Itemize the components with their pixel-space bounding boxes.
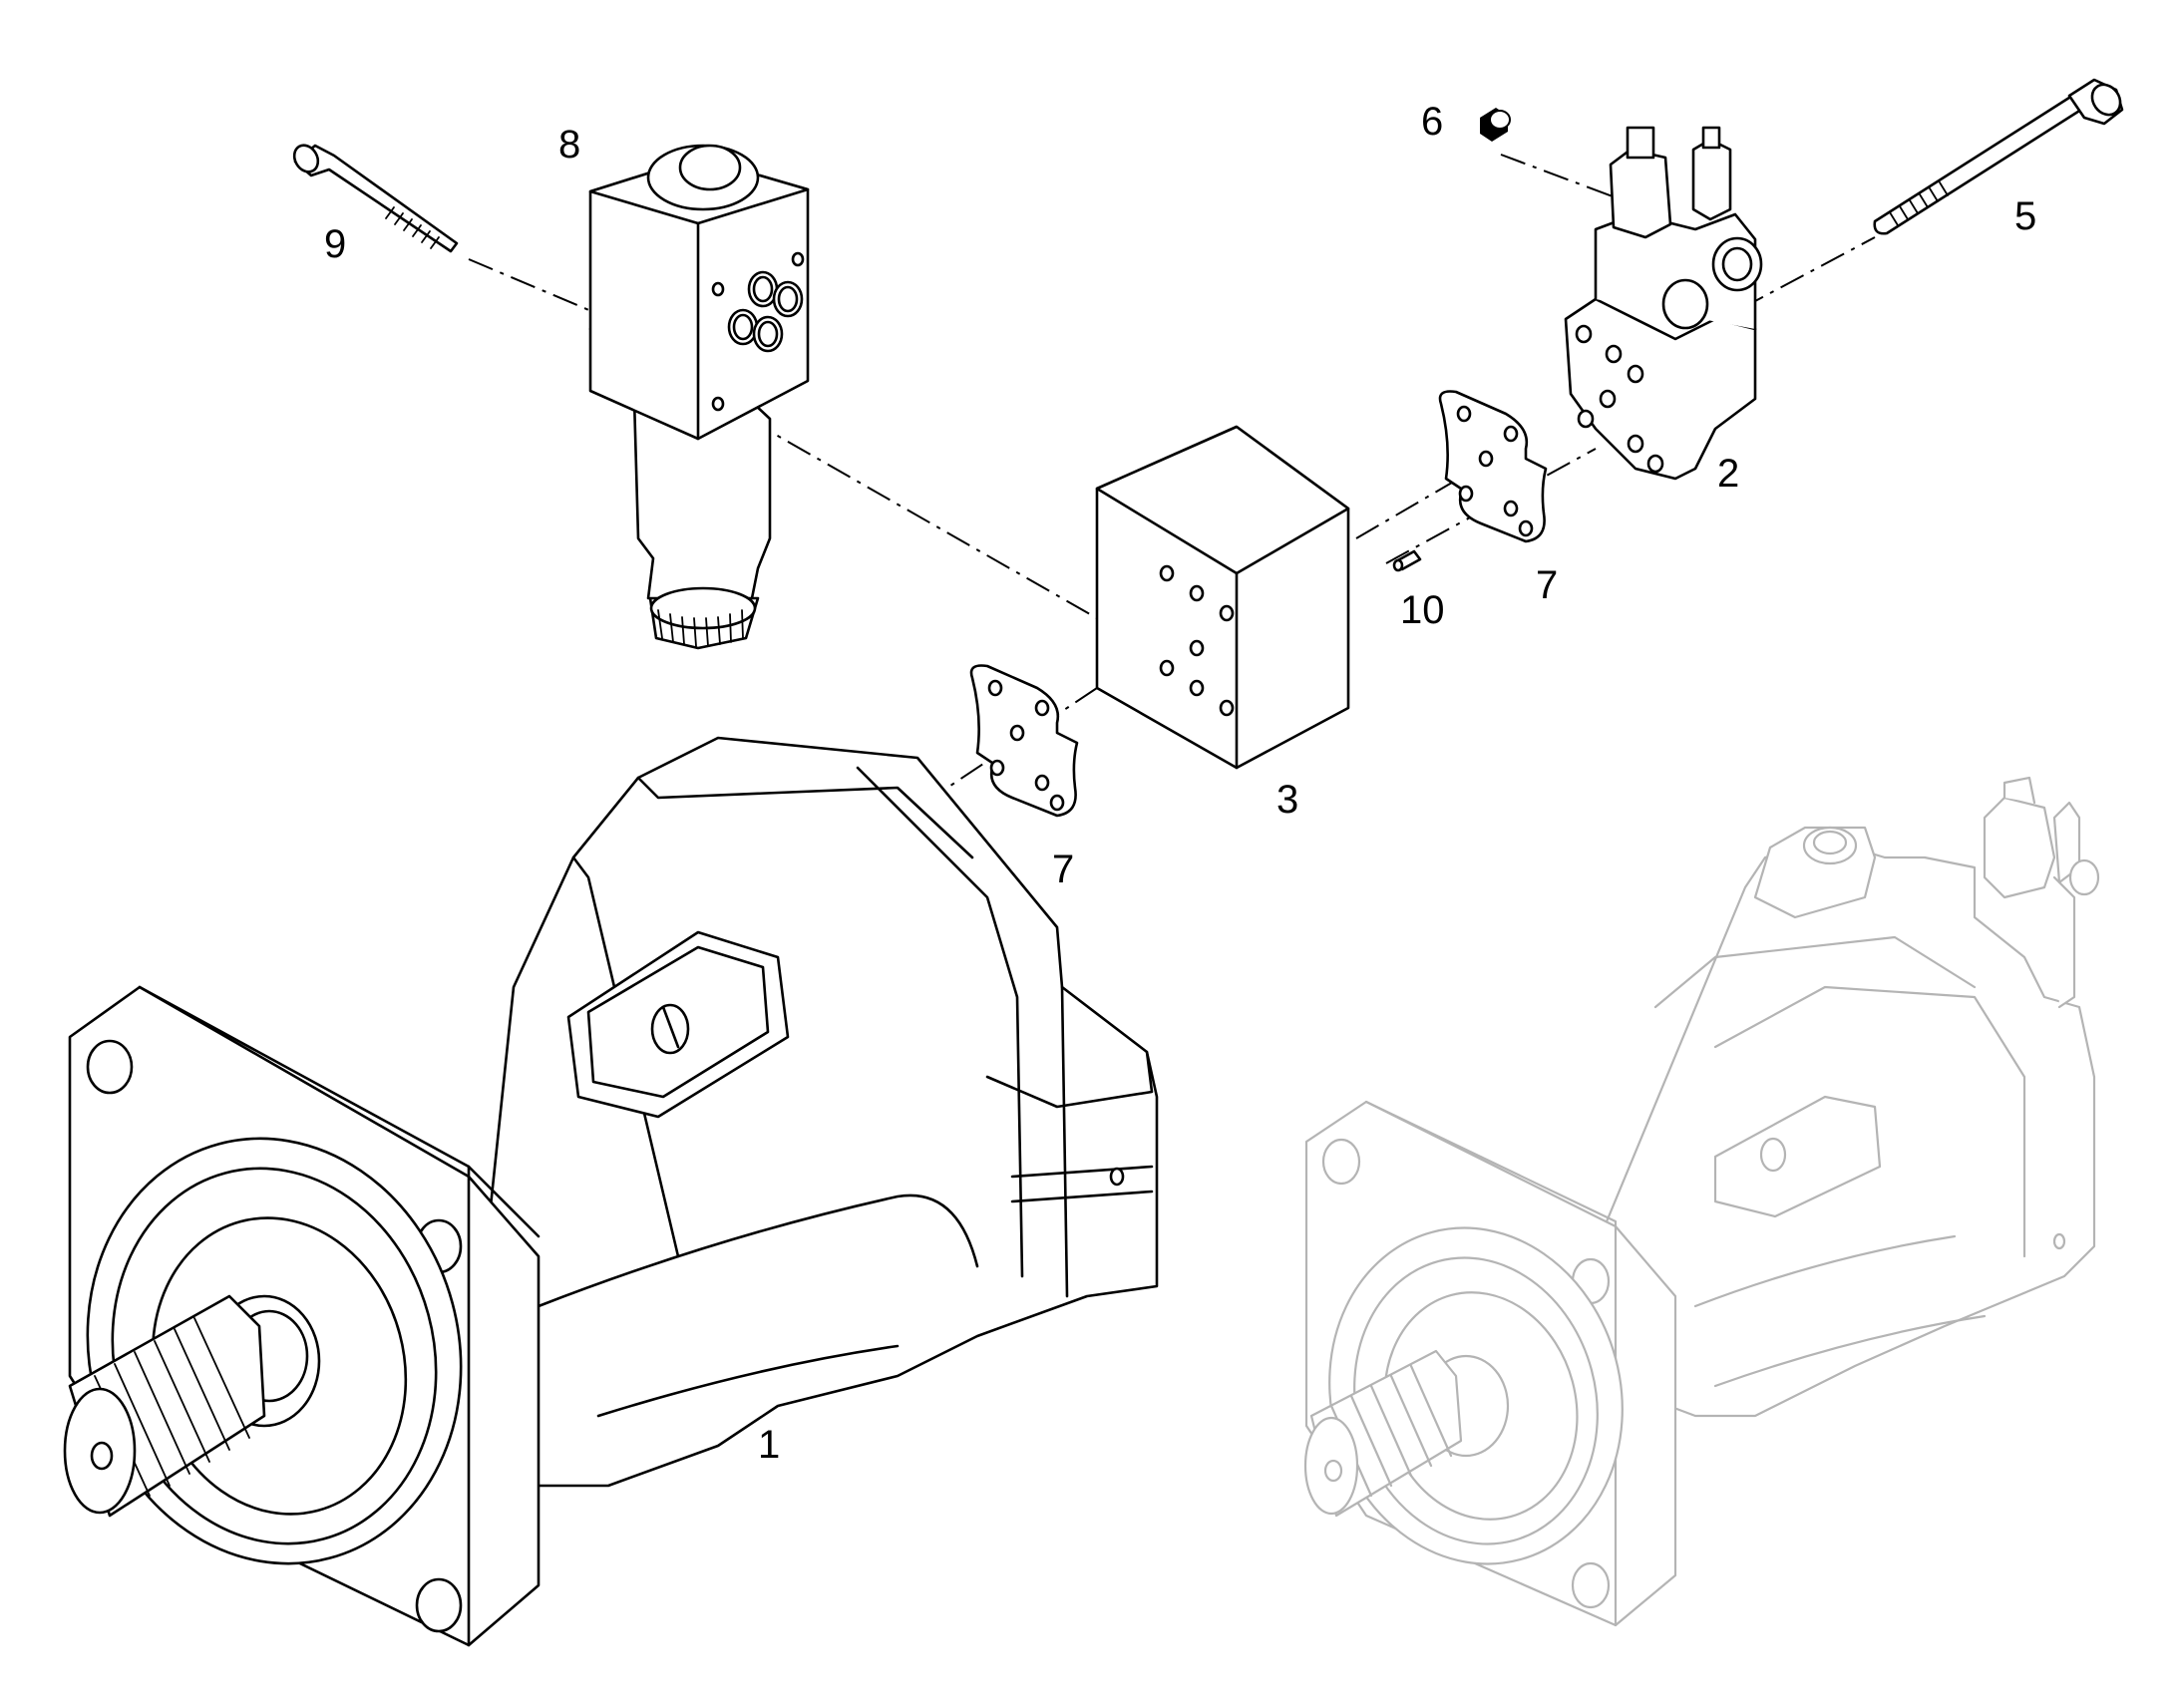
motor-part	[63, 736, 1159, 1647]
manifold-block-part	[1095, 425, 1350, 770]
bolt-right-part	[1873, 78, 2124, 235]
callout-7-upper: 7	[1536, 563, 1558, 607]
callout-1: 1	[758, 1423, 780, 1467]
assembled-motor-preview	[1303, 776, 2100, 1627]
callout-3: 3	[1276, 778, 1298, 822]
callout-8: 8	[558, 123, 580, 167]
plug-part	[1480, 108, 1511, 142]
gasket-lower-part	[969, 664, 1079, 818]
callout-9: 9	[324, 222, 346, 266]
callout-2: 2	[1717, 452, 1739, 496]
valve-part	[1564, 126, 1763, 481]
solenoid-valve-part	[588, 144, 810, 650]
callout-5: 5	[2014, 194, 2036, 238]
bolt-left-part	[292, 144, 459, 253]
callout-7-lower: 7	[1052, 848, 1074, 891]
callout-labels: 1 2 3 5 6 7 7 8 9 10	[324, 100, 2036, 1467]
gasket-upper-part	[1438, 390, 1548, 543]
pin-part	[1392, 549, 1422, 572]
callout-10: 10	[1400, 588, 1445, 632]
callout-6: 6	[1421, 100, 1443, 144]
